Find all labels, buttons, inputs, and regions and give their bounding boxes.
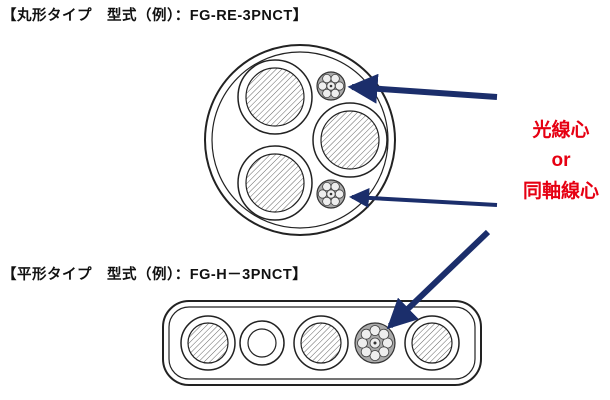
stranded-core-flat: [354, 322, 396, 364]
callout-arrows: [347, 73, 498, 330]
flat-cable-sheath-inner: [168, 306, 476, 380]
conductor-core: [237, 59, 313, 135]
conductor-core: [404, 315, 460, 371]
arrow-to-round-top-stranded-core: [347, 73, 498, 104]
conductor-core: [237, 145, 313, 221]
stranded-core-top: [316, 71, 346, 101]
callout-line-3: 同軸線心: [522, 180, 599, 202]
callout-line-1: 光線心: [532, 120, 590, 141]
arrow-to-flat-stranded-core: [386, 229, 491, 330]
flat-cable-title: 【平形タイプ 型式（例）：FG-H－3PNCT】: [2, 267, 308, 283]
round-cable-sheath-inner: [211, 51, 389, 229]
arrow-to-round-bottom-stranded-core: [349, 187, 498, 208]
callout-label: 光線心 or 同軸線心: [512, 116, 610, 207]
callout-line-2: or: [551, 150, 571, 172]
spacer-core: [239, 320, 285, 366]
flat-cable-diagram: [162, 300, 482, 386]
round-cable-title: 【丸形タイプ 型式（例）：FG-RE-3PNCT】: [2, 8, 308, 24]
conductor-core: [293, 315, 349, 371]
conductor-core: [180, 315, 236, 371]
stranded-core-bottom: [316, 179, 346, 209]
conductor-core: [312, 102, 388, 178]
round-cable-diagram: [204, 44, 396, 236]
